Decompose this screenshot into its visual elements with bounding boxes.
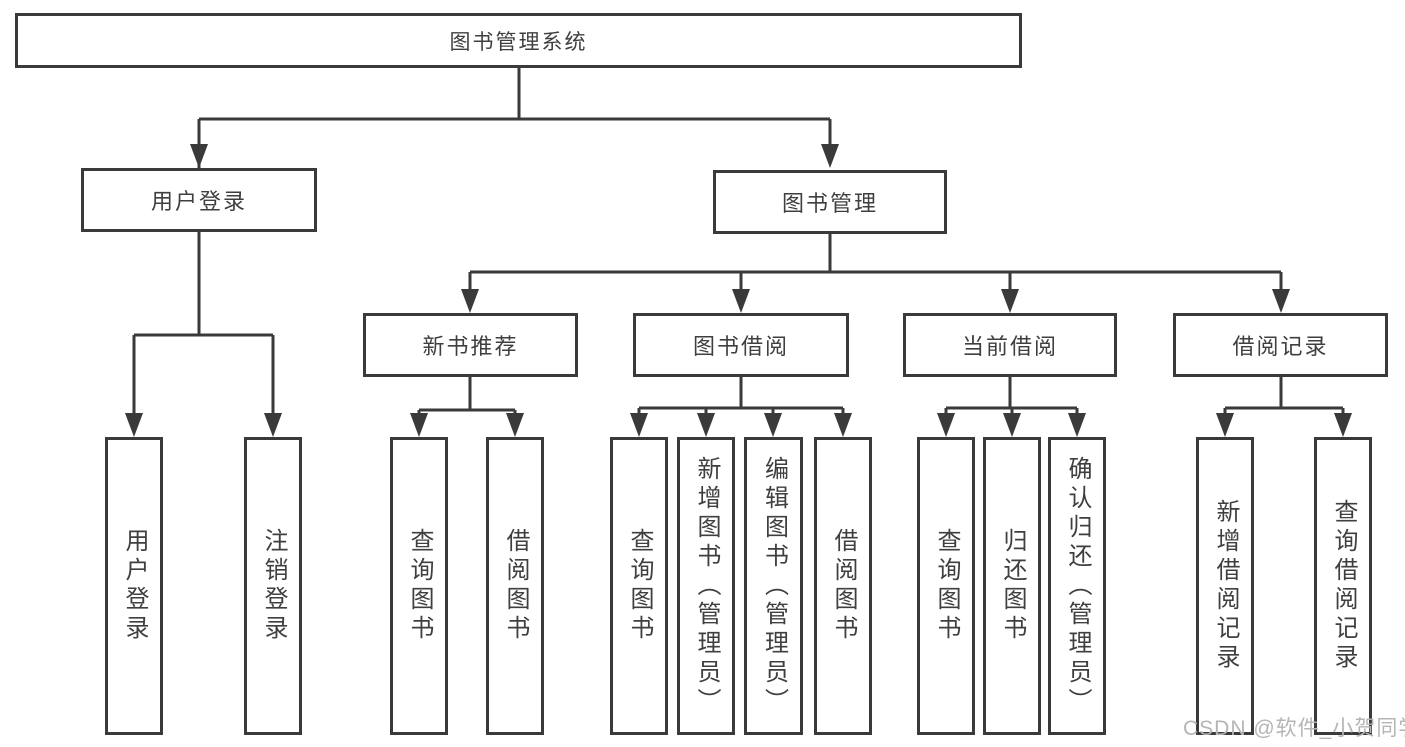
- node-book-management: 图书管理: [713, 170, 947, 234]
- node-book-borrow: 图书借阅: [633, 313, 849, 377]
- connector-newbooks-to-leaves: [417, 377, 517, 416]
- leaf-current-query-books: 查询图书: [917, 437, 975, 735]
- arrowheads: [125, 144, 1352, 437]
- leaf-user-login: 用户登录: [105, 437, 163, 735]
- csdn-watermark: CSDN @软件_小贺同学: [1183, 717, 1405, 740]
- node-current-borrow: 当前借阅: [903, 313, 1117, 377]
- leaf-add-borrow-record: 新增借阅记录: [1196, 437, 1254, 735]
- leaf-newbooks-borrow-books: 借阅图书: [486, 437, 544, 735]
- connector-root-to-level2: [197, 68, 832, 290]
- node-user-login: 用户登录: [81, 168, 317, 232]
- leaf-add-book-admin: 新增图书（管理员）: [677, 437, 735, 735]
- connector-userlogin-to-leaves: [132, 232, 275, 416]
- node-borrow-records: 借阅记录: [1173, 313, 1388, 377]
- connector-currentborrow-to-leaves: [944, 377, 1079, 416]
- node-root-system: 图书管理系统: [15, 13, 1022, 68]
- leaf-newbooks-query-books: 查询图书: [390, 437, 448, 735]
- connector-bookborrow-to-leaves: [637, 377, 845, 416]
- leaf-borrow-borrow-books: 借阅图书: [814, 437, 872, 735]
- leaf-return-book: 归还图书: [983, 437, 1041, 735]
- connector-bookmgmt-to-level3: [468, 234, 1283, 292]
- leaf-borrow-query-books: 查询图书: [610, 437, 668, 735]
- connector-records-to-leaves: [1223, 377, 1345, 416]
- leaf-edit-book-admin: 编辑图书（管理员）: [744, 437, 803, 735]
- leaf-logout: 注销登录: [244, 437, 302, 735]
- leaf-confirm-return-admin: 确认归还（管理员）: [1048, 437, 1106, 735]
- leaf-query-borrow-record: 查询借阅记录: [1314, 437, 1372, 735]
- node-new-book-recommend: 新书推荐: [363, 313, 578, 377]
